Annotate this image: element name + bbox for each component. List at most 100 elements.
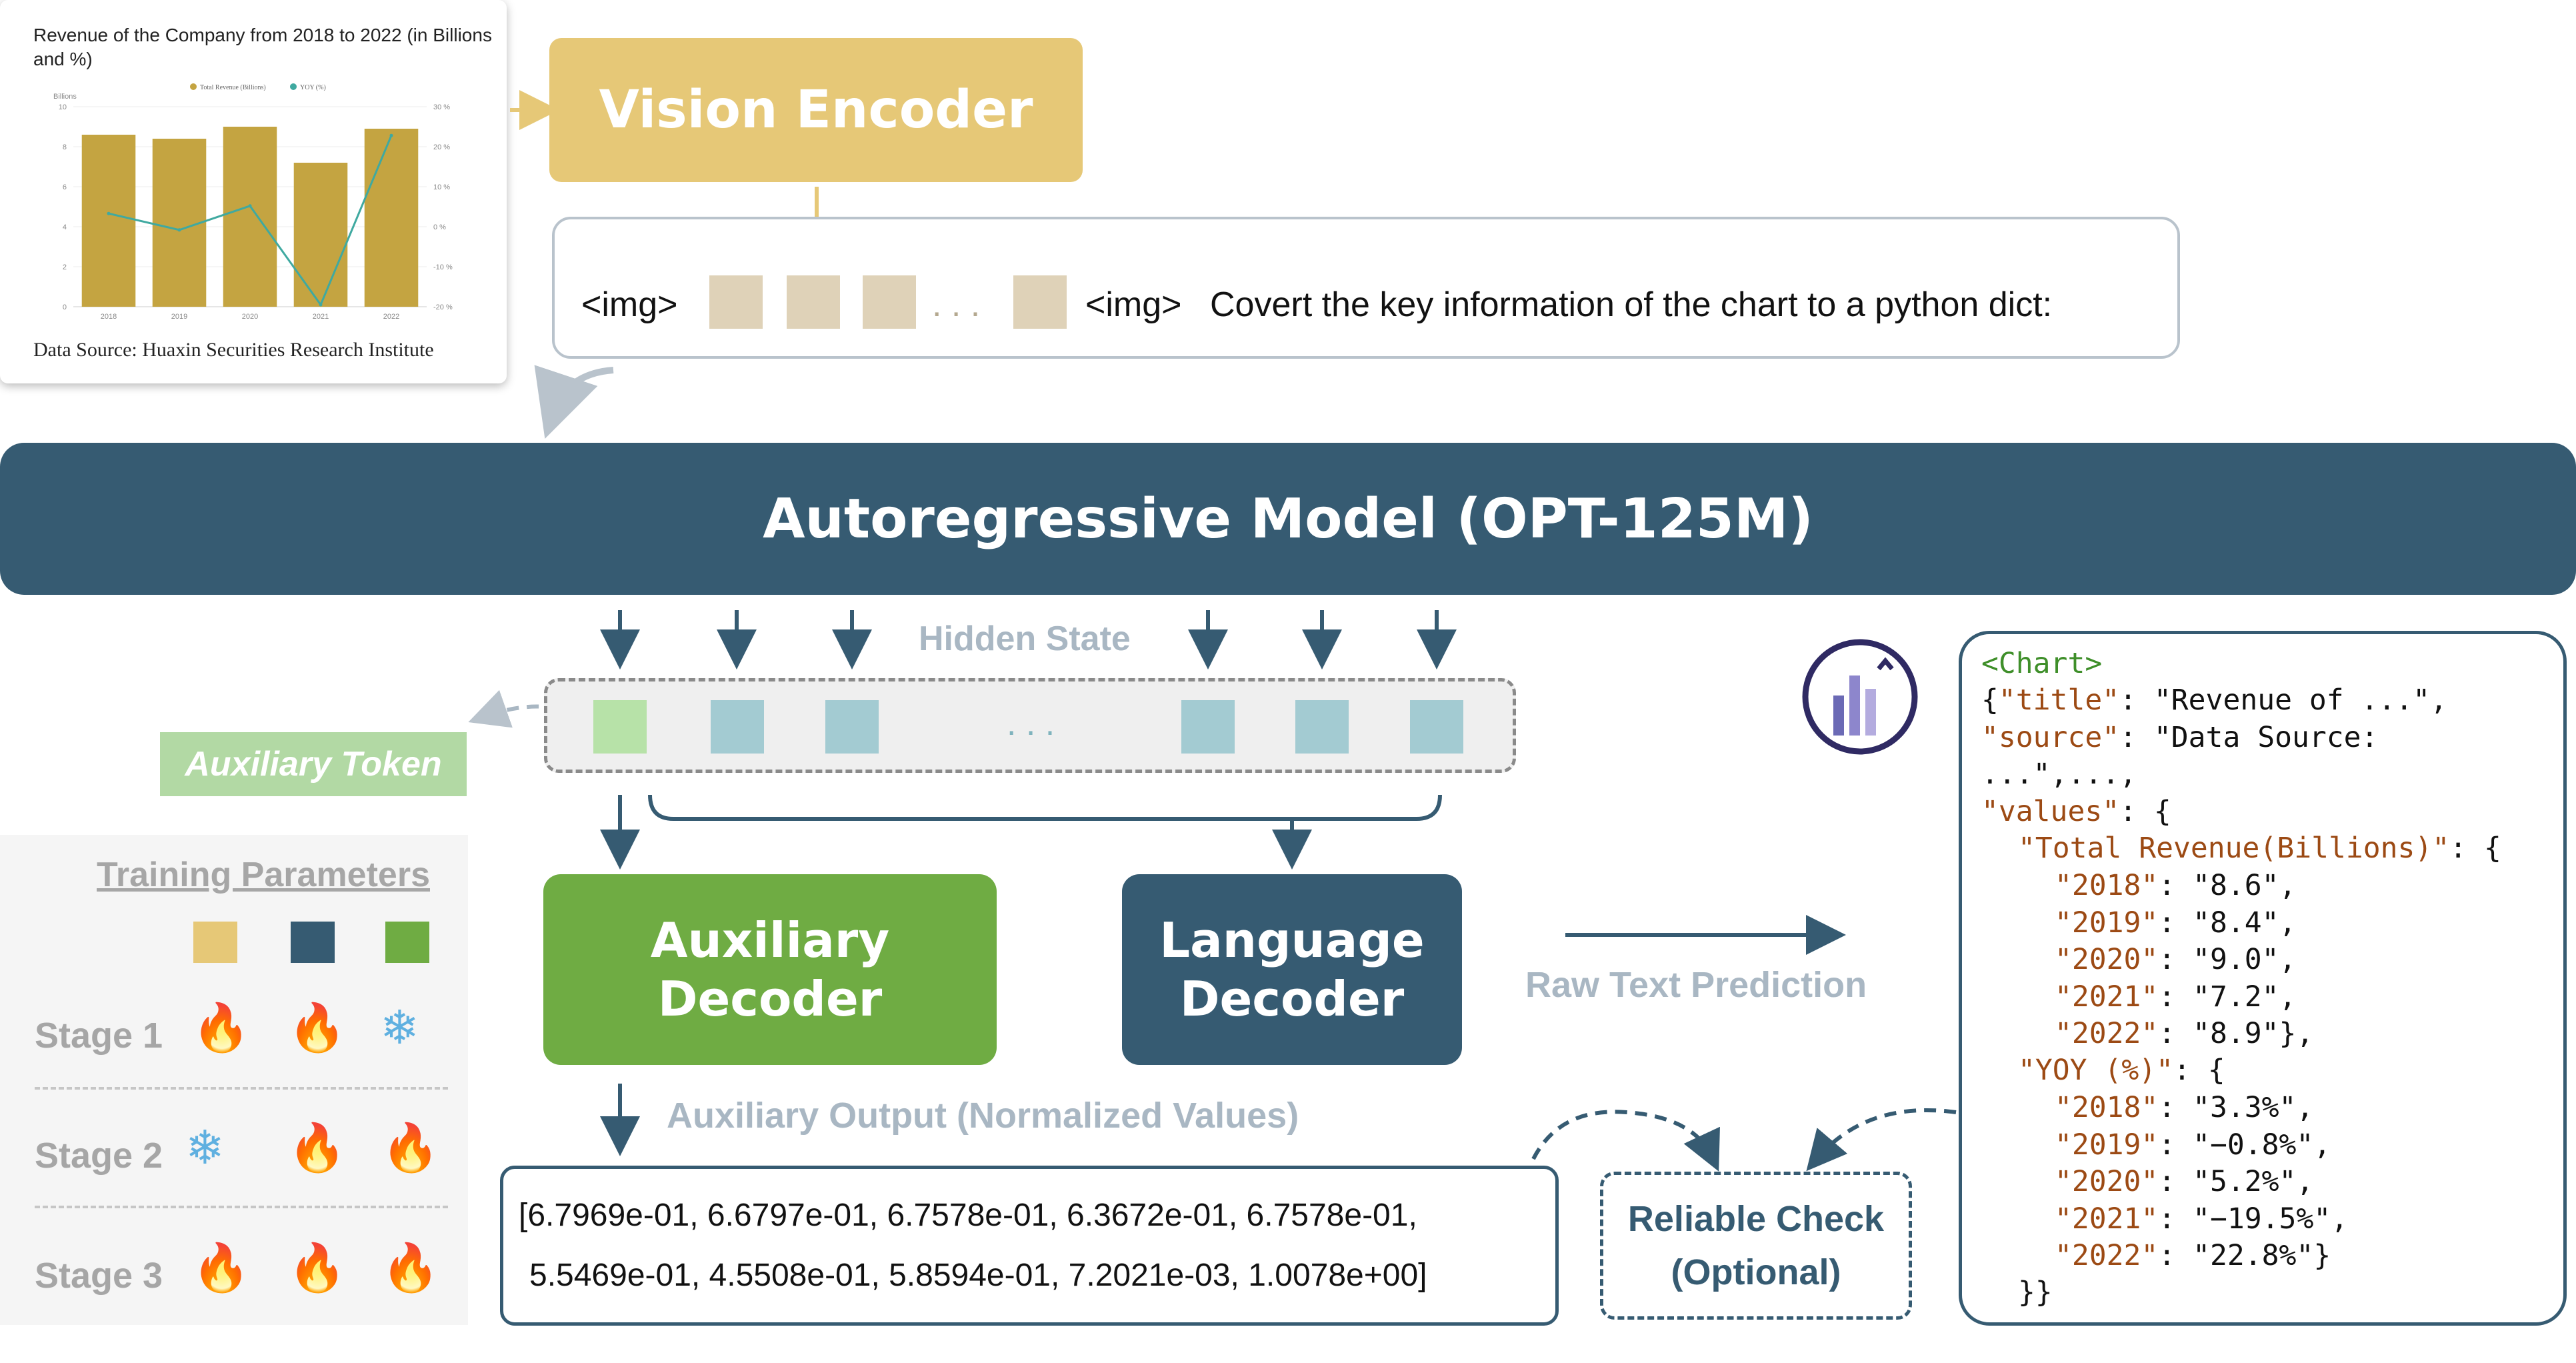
fire-icon: 🔥 [288,1120,347,1175]
x-tick-label: 2020 [242,313,258,321]
autoregressive-model-block: Autoregressive Model (OPT-125M) [0,443,2576,595]
hidden-token [711,700,764,754]
code-value: : "7.2", [2158,980,2297,1014]
output-python-dict-box [1959,631,2567,1326]
training-parameters-panel [0,835,468,1325]
yoy-point [248,204,252,208]
code-entry: "2019": "8.4", [2055,905,2296,942]
code-value: : "−0.8%", [2158,1128,2331,1162]
bar [364,129,419,307]
vision-encoder-block: Vision Encoder [549,38,1083,182]
hidden-token [1295,700,1349,754]
snowflake-icon: ❄ [380,1000,419,1055]
code-key: "2021" [2055,980,2159,1014]
stage-divider [35,1206,448,1208]
training-parameters-title: Training Parameters [97,856,430,894]
code-entry: "2021": "7.2", [2055,979,2296,1016]
reliable-check-line-1: Reliable Check [1627,1199,1885,1239]
y-tick-label: 2 [63,263,67,271]
legend-line-label: YOY (%) [300,84,326,91]
hidden-state-label: Hidden State [919,619,1131,658]
prompt-instruction: Covert the key information of the chart … [1210,285,2053,324]
y-tick-label: 0 [63,303,67,311]
code-value: : { [2119,795,2171,828]
code-value: : { [2173,1054,2225,1087]
stage-2-label: Stage 2 [35,1136,163,1176]
auxiliary-output-label: Auxiliary Output (Normalized Values) [667,1096,1299,1136]
arrow-values-to-check [1531,1110,1720,1172]
img-close-token: <img> [1085,285,1182,324]
code-entry: "2020": "5.2%", [2055,1164,2313,1201]
code-key: "2021" [2055,1202,2159,1236]
x-tick-label: 2019 [171,313,187,321]
auxiliary-hidden-token [593,700,647,754]
code-key: "title" [1998,684,2120,717]
fire-icon: 🔥 [381,1120,440,1175]
bar [293,163,348,307]
code-entry: "2018": "8.6", [2055,868,2296,905]
legend-auxiliary-swatch [385,922,429,963]
legend-vision-encoder-swatch [193,922,237,963]
code-key: "2020" [2055,943,2159,976]
code-value: : "−19.5%", [2158,1202,2349,1236]
bar [152,139,207,307]
normalized-values-box [500,1166,1559,1326]
arrow-code-to-check [1806,1108,1957,1172]
code-values-line: "values": { [1981,794,2171,831]
lang-decoder-line-2: Decoder [1179,971,1405,1027]
code-total-revenue-line: "Total Revenue(Billions)": { [2018,830,2501,868]
image-token [1013,275,1067,329]
y2-tick-label: -20 % [433,303,453,311]
code-value: : "5.2%", [2158,1165,2314,1198]
y2-tick-label: 0 % [433,223,446,231]
code-entry: "2020": "9.0", [2055,942,2296,979]
code-key: "2022" [2055,1239,2159,1272]
reliable-check-line-2: (Optional) [1671,1252,1841,1292]
raw-text-prediction-label: Raw Text Prediction [1525,965,1867,1005]
bar [81,135,136,307]
chart-title: Revenue of the Company from 2018 to 2022… [33,25,492,69]
x-tick-label: 2022 [383,313,399,321]
arrow-card-to-model [534,365,614,439]
image-token [863,275,916,329]
y-tick-label: 6 [63,183,67,191]
code-value: : "8.9"}, [2158,1017,2314,1050]
language-decoder-block: Language Decoder [1122,874,1462,1065]
code-key: "2018" [2055,869,2159,902]
stage-1-label: Stage 1 [35,1016,163,1056]
code-key: "2018" [2055,1091,2159,1124]
y2-tick-label: 10 % [433,183,450,191]
y-unit-label: Billions [53,93,77,101]
code-key: "YOY (%)" [2018,1054,2173,1087]
code-value: : "Revenue of ...", [2119,684,2447,717]
code-entry: "2022": "8.9"}, [2055,1016,2313,1053]
code-source-line: "source": "Data Source: [1981,720,2378,757]
hidden-token [825,700,879,754]
hidden-token [1181,700,1235,754]
lang-decoder-line-1: Language [1159,912,1425,968]
fire-icon: 🔥 [192,1000,251,1055]
code-source-cont: ...",..., [1981,758,2137,791]
fire-icon: 🔥 [288,1000,347,1055]
code-key: "2020" [2055,1165,2159,1198]
code-value: : "8.6", [2158,869,2297,902]
fire-icon: 🔥 [192,1240,251,1295]
code-value: : "9.0", [2158,943,2297,976]
aux-decoder-line-1: Auxiliary [650,912,890,968]
y-tick-label: 10 [59,103,67,111]
hidden-token [1410,700,1463,754]
code-key: "2019" [2055,1128,2159,1162]
x-tick-label: 2021 [313,313,329,321]
y2-tick-label: 30 % [433,103,450,111]
code-key: "source" [1981,721,2120,754]
aux-decoder-line-2: Decoder [657,971,883,1027]
code-key: "values" [1981,795,2120,828]
legend-bar-label: Total Revenue (Billions) [200,84,266,91]
image-token-ellipsis: . . . [932,285,981,324]
code-entry: "2019": "−0.8%", [2055,1127,2331,1164]
stage-divider [35,1087,448,1090]
code-entry: "2022": "22.8%"} [2055,1238,2331,1275]
prompt-box [552,217,2180,359]
x-tick-label: 2018 [101,313,117,321]
